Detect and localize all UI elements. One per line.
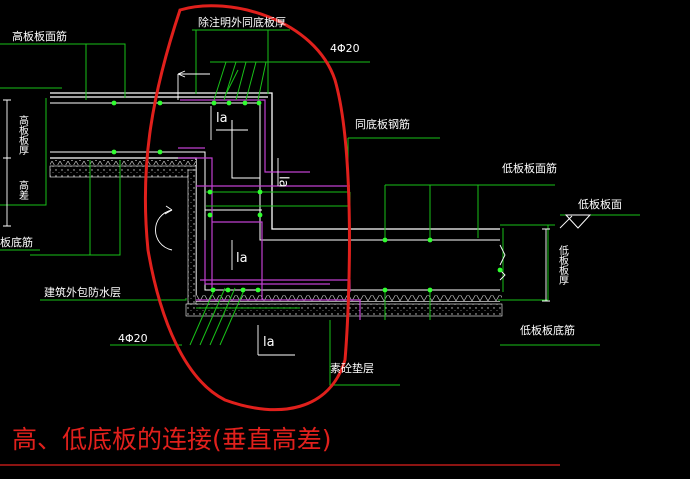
label-la-1: la <box>216 111 228 126</box>
drawing-title: 高、低底板的连接(垂直高差) <box>12 425 332 454</box>
rebar-dots <box>111 100 503 293</box>
label-low-bottom-bar: 低板板底筋 <box>520 323 575 337</box>
highlight-outline <box>143 4 351 412</box>
label-la-2: la <box>276 176 291 188</box>
label-high-slab-bottom-bar: 板底筋 <box>0 235 33 249</box>
label-same-bottom-bar: 同底板钢筋 <box>355 117 410 131</box>
level-symbol <box>564 214 592 229</box>
label-bar-spec-top: 4Φ20 <box>330 42 360 55</box>
label-high-thickness: 高板板厚 <box>17 114 29 156</box>
dimension-lines <box>3 70 573 356</box>
label-bar-spec-bottom: 4Φ20 <box>118 332 148 345</box>
concrete-outline <box>50 92 500 302</box>
label-low-slab-surface: 低板板面 <box>578 197 622 211</box>
label-high-height: 高差 <box>17 179 29 200</box>
rebar-lines <box>50 102 500 291</box>
label-low-top-bar: 低板板面筋 <box>502 161 557 175</box>
label-high-top-bar: 高板板面筋 <box>12 29 67 43</box>
label-unless-noted: 除注明外同底板厚 <box>198 15 286 29</box>
label-cushion: 素砼垫层 <box>330 361 374 375</box>
stirrup-lines <box>178 99 361 320</box>
label-la-3: la <box>236 251 248 266</box>
label-la-4: la <box>263 335 275 350</box>
label-waterproof: 建筑外包防水层 <box>44 285 121 299</box>
label-low-thickness: 低板板厚 <box>557 244 569 286</box>
